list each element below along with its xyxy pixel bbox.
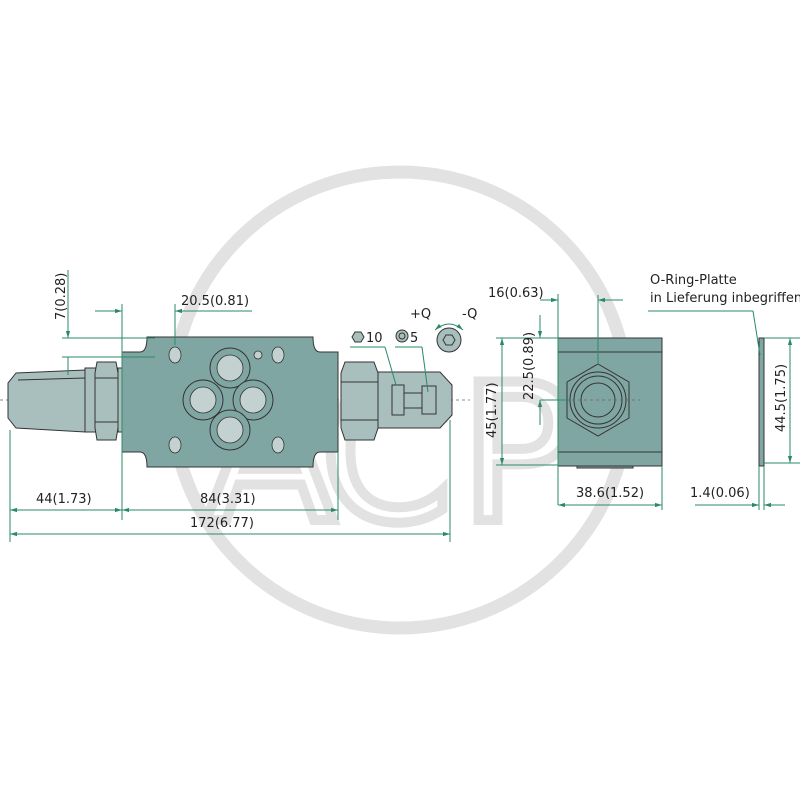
adjust-screw-icon	[434, 323, 464, 353]
hex-key-icon	[351, 331, 365, 343]
port-height-dim: 22.5(0.89)	[522, 332, 537, 400]
total-length-dim: 172(6.77)	[190, 516, 254, 531]
top-offset-dim: 7(0.28)	[54, 273, 69, 320]
side-view: 16(0.63) 22.5(0.89) 45(1.77) 38.6(1.52)	[485, 286, 663, 510]
left-cartridge	[7, 361, 124, 441]
decrease-flow-label: -Q	[462, 307, 477, 322]
watermark-letter-p: P	[460, 344, 575, 565]
socket-key-size: 5	[410, 331, 418, 346]
o-ring-plate-view: O-Ring-Platte in Lieferung inbegriffen 4…	[648, 273, 800, 510]
width-dim: 38.6(1.52)	[576, 486, 644, 501]
hole-offset-dim: 20.5(0.81)	[181, 294, 249, 309]
height-dim: 45(1.77)	[485, 382, 500, 438]
plate-height-dim: 44.5(1.75)	[774, 364, 789, 432]
o-ring-note-line2: in Lieferung inbegriffen	[650, 291, 800, 306]
plate-thickness-dim: 1.4(0.06)	[690, 486, 750, 501]
increase-flow-label: +Q	[410, 307, 431, 322]
socket-key-icon	[395, 329, 409, 343]
hex-key-size: 10	[366, 331, 383, 346]
port-offset-dim: 16(0.63)	[488, 286, 544, 301]
ports	[168, 346, 285, 454]
left-length-dim: 44(1.73)	[36, 492, 92, 507]
right-adjuster	[340, 361, 453, 441]
o-ring-note-line1: O-Ring-Platte	[650, 273, 737, 288]
body-length-dim: 84(3.31)	[200, 492, 256, 507]
main-dimensions: 7(0.28) 20.5(0.81) 44(1.73) 84(3.31) 172…	[9, 270, 451, 542]
